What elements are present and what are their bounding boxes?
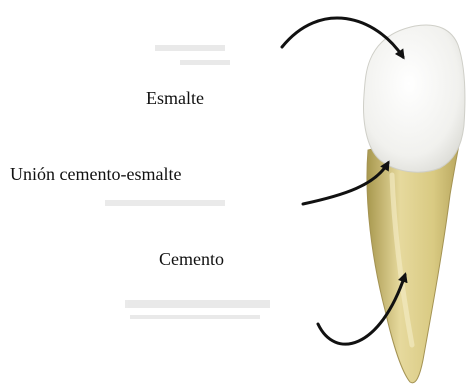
tooth-crown (364, 25, 465, 172)
label-cementum: Cemento (159, 248, 224, 270)
label-cemento-enamel-junction: Unión cemento-esmalte (10, 163, 181, 185)
label-enamel: Esmalte (146, 87, 204, 109)
